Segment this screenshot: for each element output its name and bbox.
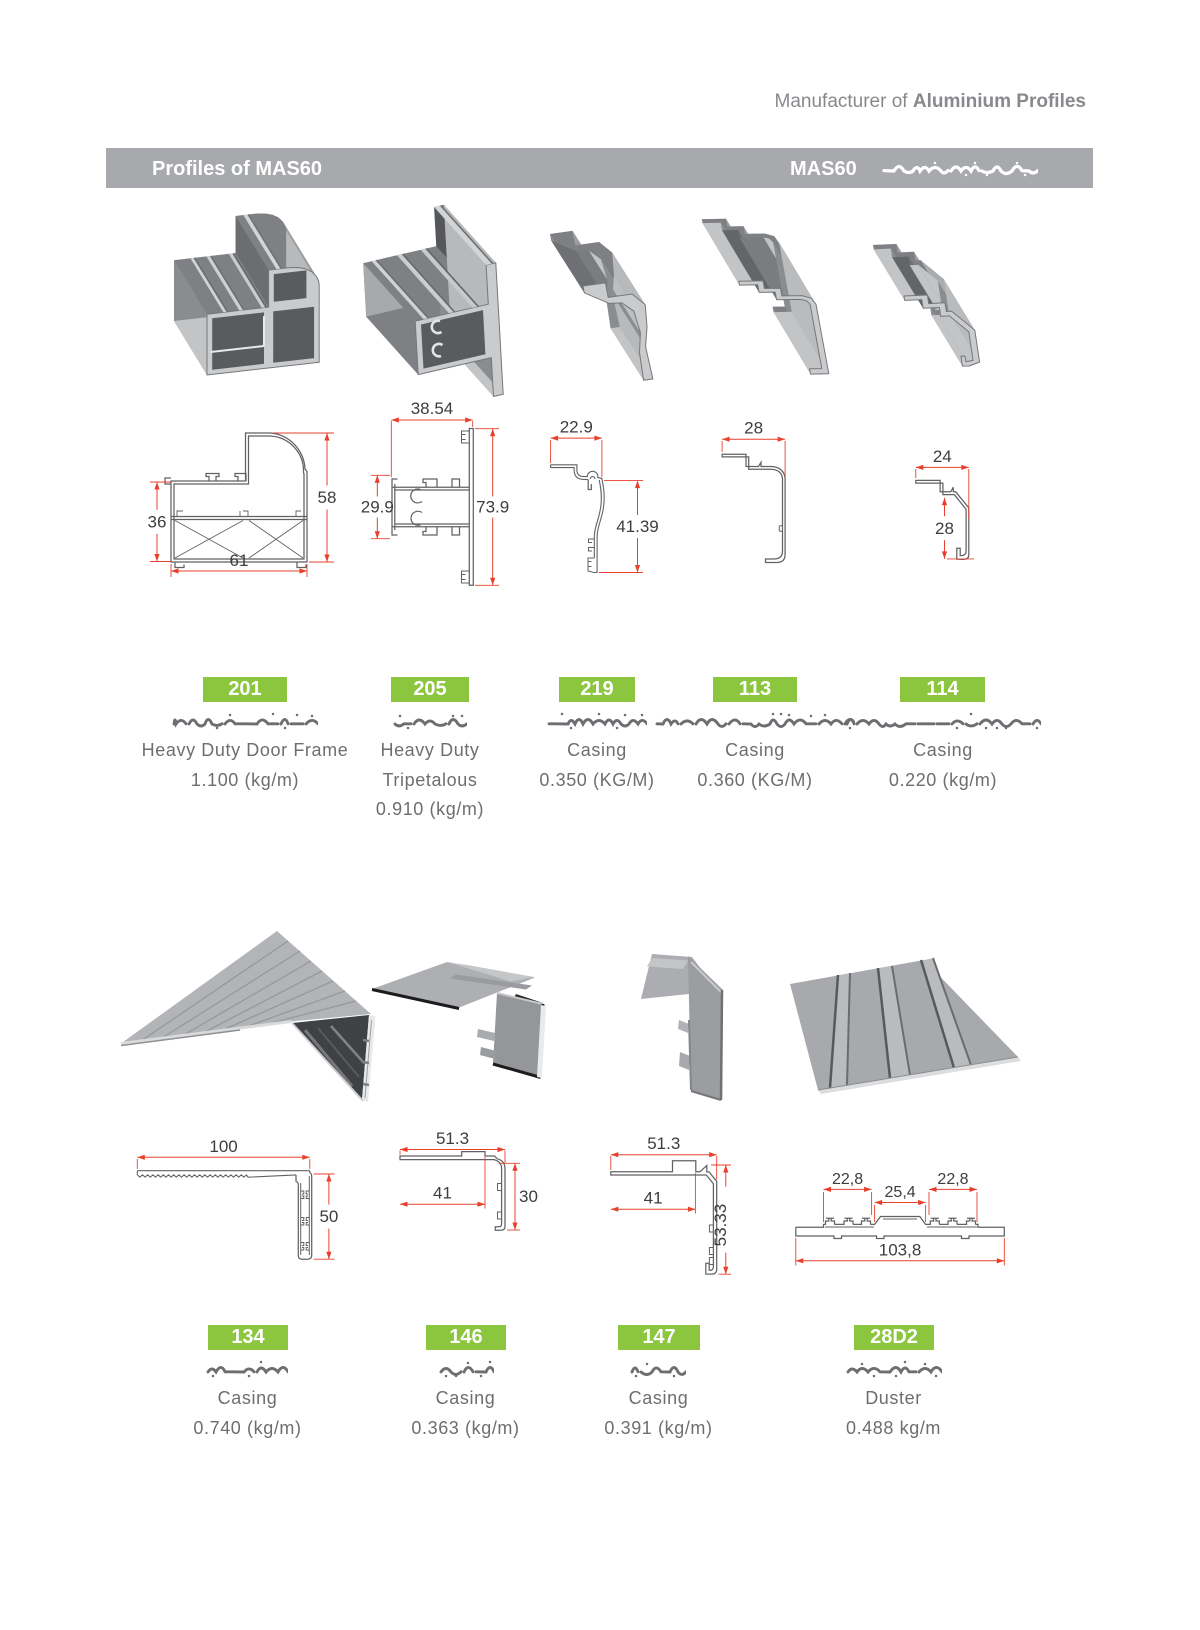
svg-text:38.54: 38.54 — [411, 399, 454, 418]
svg-text:41: 41 — [644, 1189, 663, 1208]
svg-text:100: 100 — [209, 1137, 237, 1156]
svg-text:73.9: 73.9 — [476, 498, 509, 517]
svg-text:61: 61 — [230, 551, 249, 570]
svg-text:41: 41 — [433, 1184, 452, 1203]
svg-text:29.9: 29.9 — [361, 498, 394, 517]
svg-text:58: 58 — [318, 488, 337, 507]
svg-text:53.33: 53.33 — [711, 1204, 730, 1247]
svg-text:28: 28 — [935, 519, 954, 538]
svg-text:28: 28 — [744, 419, 763, 438]
svg-text:24: 24 — [933, 447, 952, 466]
svg-text:30: 30 — [519, 1187, 538, 1206]
svg-text:25,4: 25,4 — [885, 1184, 916, 1201]
svg-text:22,8: 22,8 — [832, 1171, 863, 1188]
svg-text:50: 50 — [319, 1207, 338, 1226]
svg-text:41.39: 41.39 — [616, 517, 659, 536]
svg-text:22,8: 22,8 — [937, 1171, 968, 1188]
svg-text:22.9: 22.9 — [560, 418, 593, 437]
svg-text:51.3: 51.3 — [436, 1129, 469, 1148]
svg-text:103,8: 103,8 — [879, 1240, 922, 1259]
svg-text:51.3: 51.3 — [647, 1134, 680, 1153]
svg-text:36: 36 — [148, 512, 167, 531]
